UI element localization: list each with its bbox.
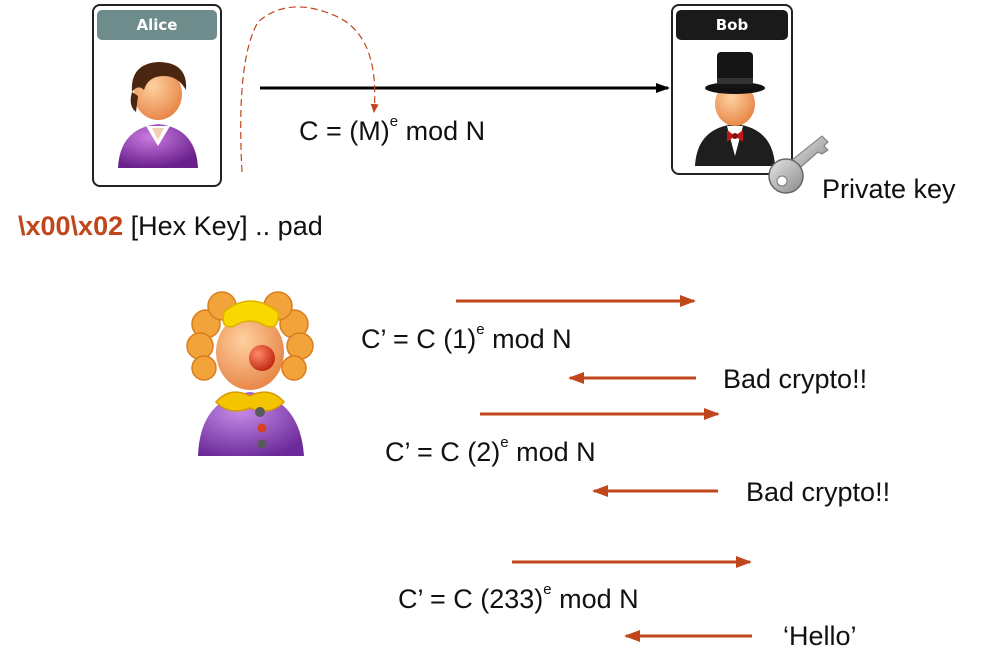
private-key-label: Private key (822, 174, 956, 204)
encryption-exponent: e (389, 113, 399, 130)
bob-card: Bob (671, 4, 793, 175)
attack-query-2-exponent: e (500, 434, 509, 451)
attacker-clown-icon (186, 291, 314, 456)
attack-query-1-suffix: mod N (492, 324, 572, 354)
attack-query-3-text: C’ = C (233) (398, 584, 544, 614)
bob-avatar-icon (695, 52, 775, 166)
attack-reply-3: ‘Hello’ (783, 621, 857, 651)
plaintext-prefix: \x00\x02 (18, 211, 124, 241)
attack-reply-2: Bad crypto!! (746, 477, 891, 507)
attack-query-3-suffix: mod N (559, 584, 639, 614)
attack-query-2-suffix: mod N (516, 437, 596, 467)
attack-query-3-exponent: e (543, 581, 552, 598)
key-icon (768, 135, 829, 194)
attack-reply-1: Bad crypto!! (723, 364, 868, 394)
attack-query-2: C’ = C (2)e mod N (385, 435, 596, 467)
alice-avatar-icon (118, 62, 198, 168)
eavesdrop-dashed-arrow (240, 6, 379, 173)
encryption-formula-main: C = (M) (299, 116, 390, 146)
alice-card: Alice (92, 4, 222, 187)
attack-query-3: C’ = C (233)e mod N (398, 582, 639, 614)
bob-title: Bob (676, 10, 788, 40)
encryption-suffix: mod N (405, 116, 486, 146)
attack-query-1-text: C’ = C (1) (361, 324, 477, 354)
attack-query-1: C’ = C (1)e mod N (361, 322, 572, 354)
attack-query-1-exponent: e (476, 321, 485, 338)
plaintext-rest: [Hex Key] .. pad (130, 211, 323, 241)
alice-title: Alice (97, 10, 217, 40)
attack-query-2-text: C’ = C (2) (385, 437, 501, 467)
plaintext-padding: \x00\x02 [Hex Key] .. pad (18, 213, 323, 240)
encryption-formula: C = (M)e mod N (299, 114, 486, 146)
